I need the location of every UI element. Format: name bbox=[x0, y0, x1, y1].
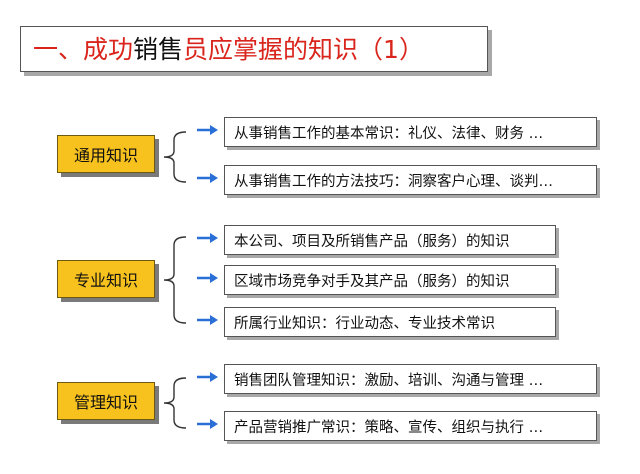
right-arrow-icon bbox=[197, 315, 218, 325]
right-arrow-icon bbox=[197, 419, 218, 429]
brace-icon bbox=[163, 377, 187, 429]
brace-icon bbox=[163, 236, 187, 324]
item-general-1: 从事销售工作的基本常识：礼仪、法律、财务 … bbox=[224, 117, 597, 147]
item-management-2: 产品营销推广常识：策略、宣传、组织与执行 … bbox=[224, 411, 597, 441]
brace-icon bbox=[163, 131, 187, 183]
item-professional-1: 本公司、项目及所销售产品（服务）的知识 bbox=[224, 225, 556, 255]
right-arrow-icon bbox=[197, 233, 218, 243]
item-professional-2: 区域市场竞争对手及其产品（服务）的知识 bbox=[224, 265, 556, 295]
item-management-1: 销售团队管理知识：激励、培训、沟通与管理 … bbox=[224, 364, 597, 394]
title-part-1: 一、成功 bbox=[33, 34, 134, 64]
right-arrow-icon bbox=[197, 173, 218, 183]
category-professional-knowledge: 专业知识 bbox=[57, 260, 155, 298]
title-part-3: 员应掌握的知识（1） bbox=[183, 34, 424, 64]
category-general-knowledge: 通用知识 bbox=[57, 135, 155, 173]
item-general-2: 从事销售工作的方法技巧：洞察客户心理、谈判… bbox=[224, 165, 597, 195]
right-arrow-icon bbox=[197, 125, 218, 135]
right-arrow-icon bbox=[197, 273, 218, 283]
item-professional-3: 所属行业知识：行业动态、专业技术常识 bbox=[224, 307, 556, 337]
title-part-2: 销售 bbox=[133, 34, 184, 64]
right-arrow-icon bbox=[197, 372, 218, 382]
category-management-knowledge: 管理知识 bbox=[57, 382, 155, 420]
page-title: 一、成功销售员应掌握的知识（1） bbox=[20, 26, 488, 72]
